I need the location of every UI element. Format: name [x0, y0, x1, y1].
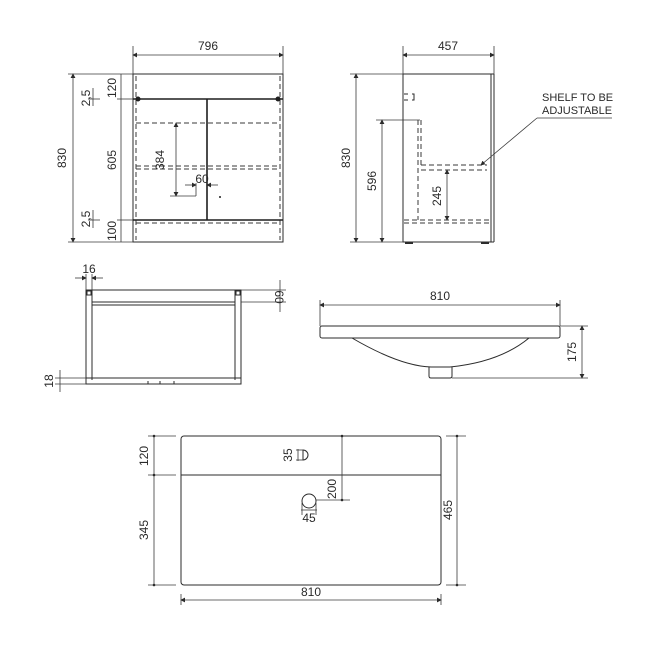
dim-width: 796 [198, 39, 218, 53]
note-line-1: SHELF TO BE [542, 92, 613, 104]
dim-depth: 457 [438, 39, 458, 53]
basin-plan-view: 35 45 200 120 345 465 810 [137, 434, 466, 605]
dim-basin-width: 810 [430, 289, 450, 303]
dim-door-height: 605 [105, 150, 119, 170]
dim-tap-hole: 35 [281, 448, 295, 462]
dim-gap-top: 2,5 [79, 89, 93, 106]
dim-basin-depth: 465 [441, 500, 455, 520]
basin-side-view: 810 175 [319, 289, 588, 379]
dim-front-to-ledge: 345 [137, 520, 151, 540]
dim-basin-height: 175 [565, 342, 579, 362]
dim-top-rail: 120 [105, 78, 119, 98]
dim-waste: 45 [302, 511, 316, 525]
dim-gap-bottom: 2,5 [79, 210, 93, 227]
basin-rim [319, 325, 561, 339]
basin-outline [180, 435, 442, 586]
tap-hole [302, 449, 309, 461]
waste-hole [301, 493, 317, 509]
dim-inner-height: 596 [365, 171, 379, 191]
note-line-2: ADJUSTABLE [542, 105, 612, 117]
side-outline [402, 73, 492, 243]
dim-base-thickness: 18 [42, 374, 56, 388]
plan-outline [85, 289, 242, 385]
dim-handle-offset: 60 [195, 172, 209, 186]
side-view: 457 830 596 245 SHELF TO BE ADJUSTABLE [339, 39, 613, 244]
dim-rail-depth: 60 [272, 290, 286, 304]
dim-back-ledge: 120 [137, 446, 151, 466]
basin-bowl [351, 337, 530, 368]
cabinet-outline [132, 73, 284, 243]
plan-view: 16 60 18 [42, 262, 286, 392]
dim-shelf-height: 384 [153, 150, 167, 170]
dim-shelf-from-base: 245 [430, 186, 444, 206]
dim-tap-to-waste: 200 [325, 479, 339, 499]
front-view: 384 60 796 830 120 605 100 2,5 2,5 [55, 39, 284, 243]
dim-panel-thickness: 16 [82, 262, 96, 276]
dim-plinth: 100 [105, 221, 119, 241]
dim-basin-plan-width: 810 [301, 585, 321, 599]
dim-side-height: 830 [339, 148, 353, 168]
dim-height: 830 [55, 148, 69, 168]
